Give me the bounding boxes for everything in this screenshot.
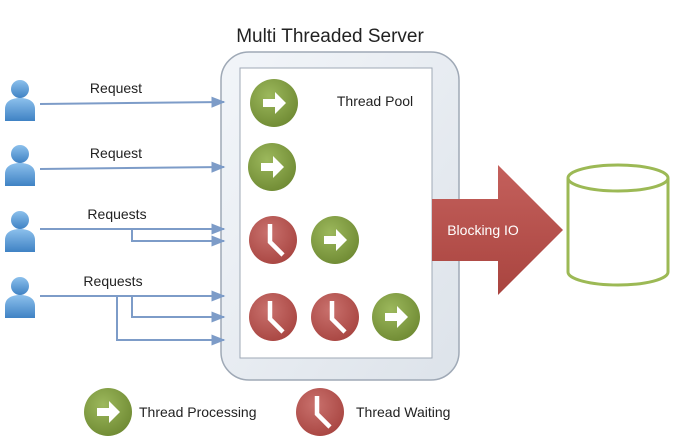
user-icon [5,211,35,252]
database-icon [566,163,670,287]
thread-waiting-icon [249,293,297,341]
blocking-io-arrow [432,165,563,295]
user-icon [5,145,35,186]
legend-processing-label: Thread Processing [139,404,257,420]
legend-waiting-icon [296,388,344,436]
blocking-io-label: Blocking IO [447,222,519,238]
request-label: Request [90,145,142,161]
request-arrow [131,229,226,247]
thread-processing-icon [250,79,298,127]
legend-processing-icon [84,388,132,436]
diagram-title: Multi Threaded Server [236,26,424,47]
thread-processing-icon [372,293,420,341]
request-label: Requests [83,273,142,289]
request-label: Requests [87,206,146,222]
user-icon [5,80,35,121]
legend: Thread Processing Thread Waiting [84,388,450,436]
thread-waiting-icon [249,216,297,264]
thread-processing-icon [311,216,359,264]
request-arrow [131,296,226,323]
user-icon [5,277,35,318]
thread-processing-icon [248,143,296,191]
request-arrow [39,161,226,173]
thread-waiting-icon [311,293,359,341]
request-label: Request [90,80,142,96]
request-lines [39,96,226,346]
request-arrow [39,96,226,108]
legend-waiting-label: Thread Waiting [356,404,450,420]
thread-pool-label: Thread Pool [337,93,413,109]
request-arrow [116,296,226,346]
